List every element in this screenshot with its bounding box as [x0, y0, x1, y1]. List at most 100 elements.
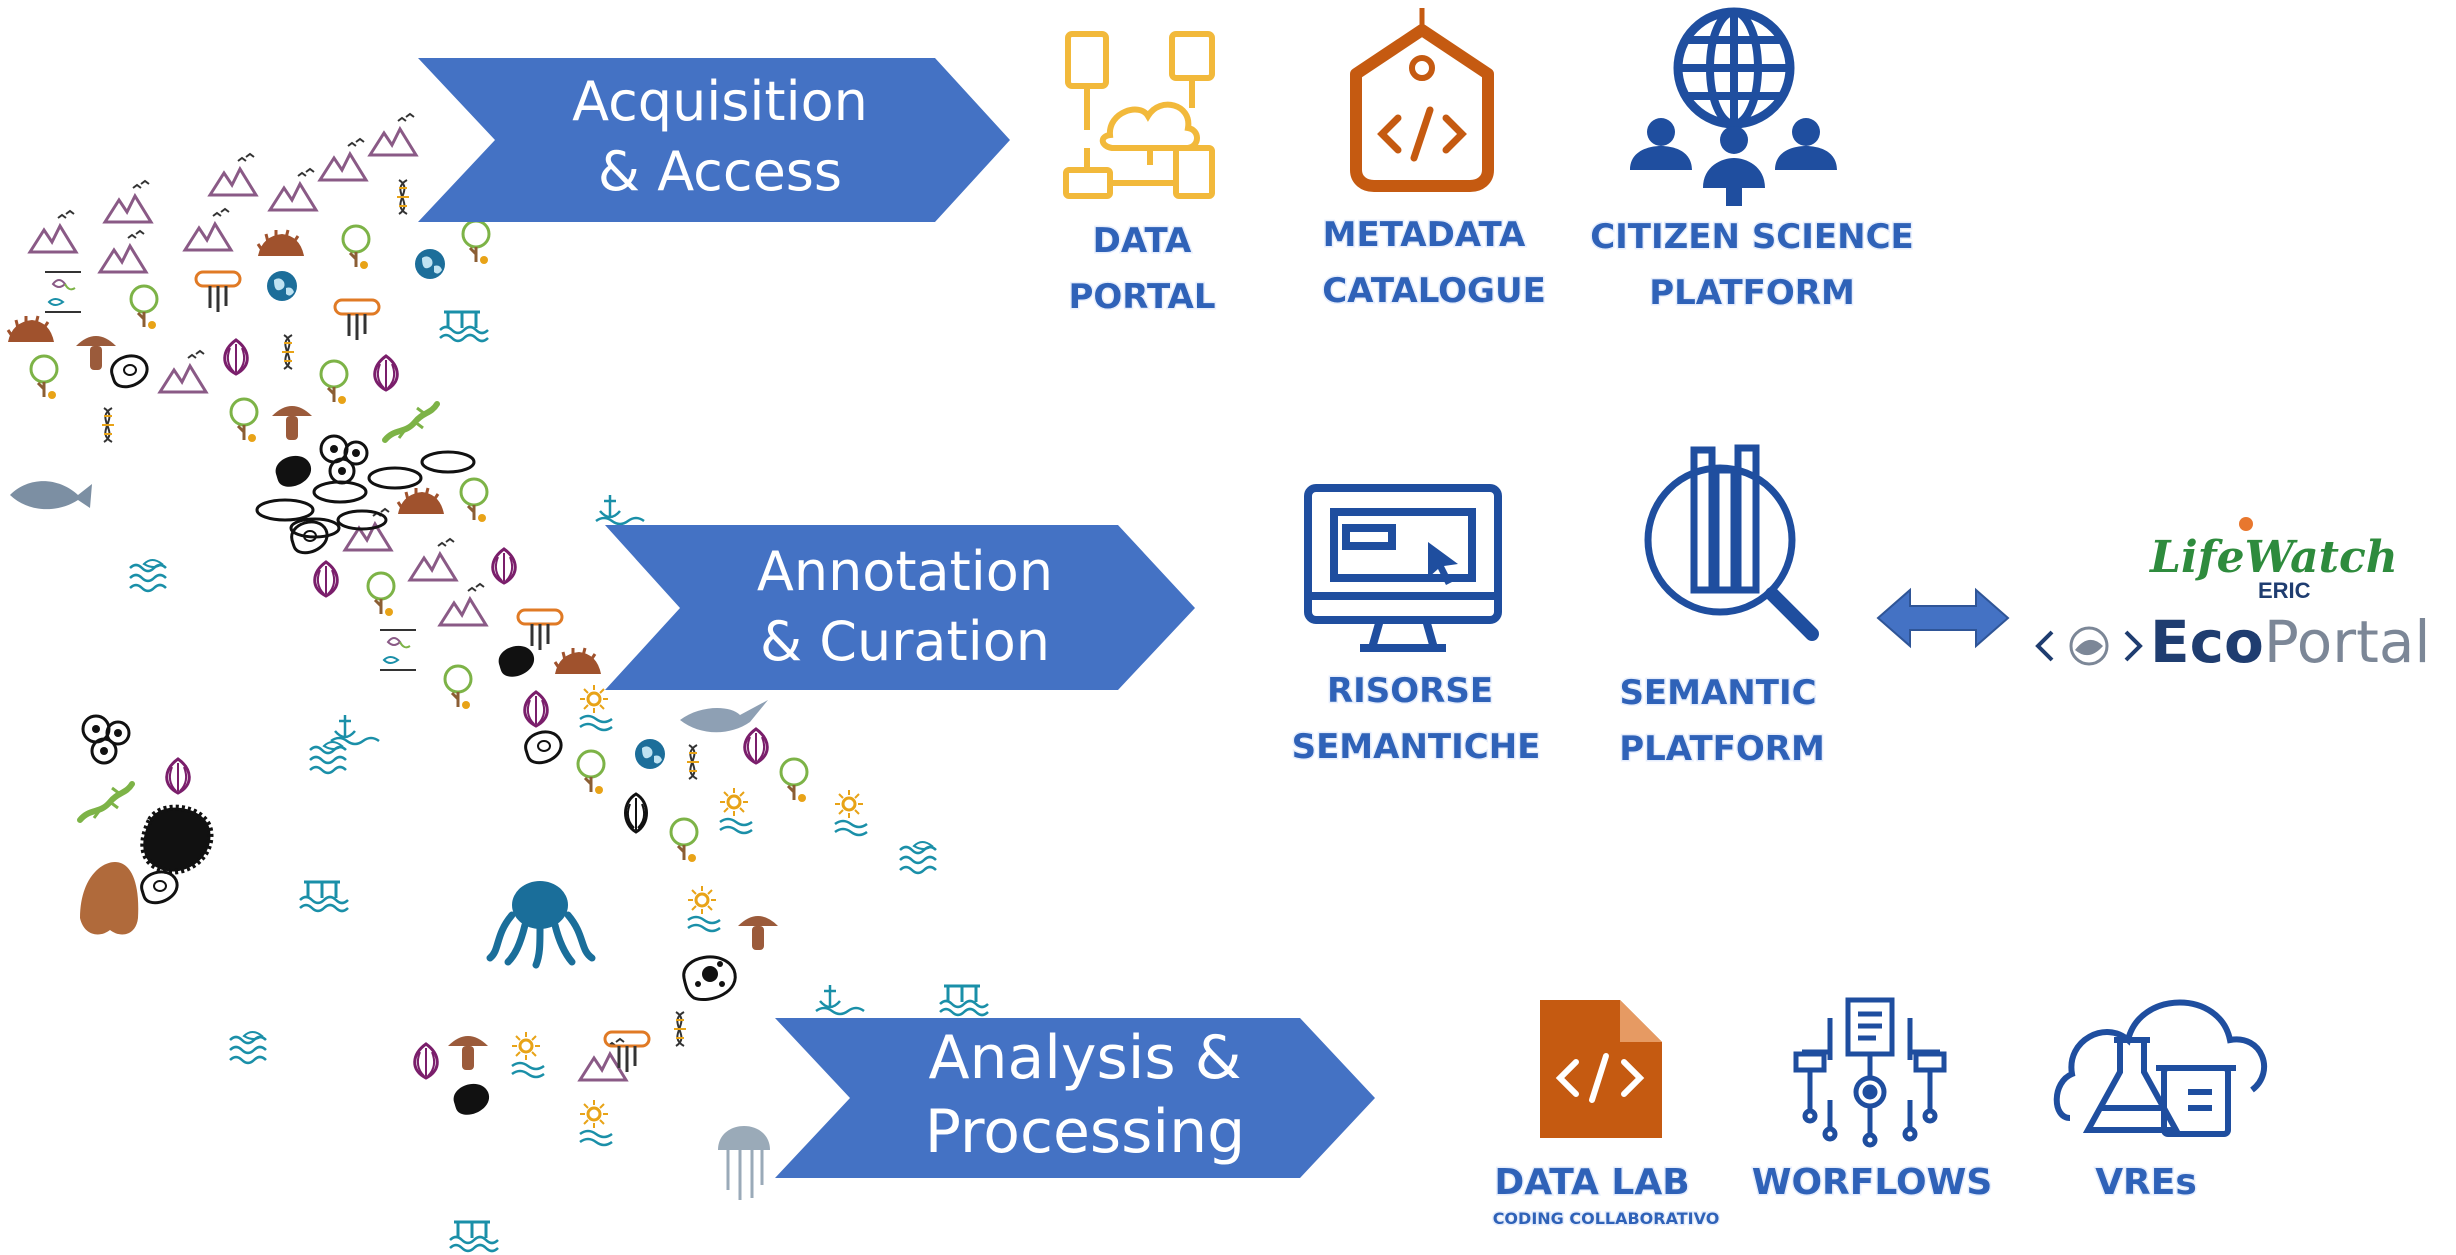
leaf-icon — [2075, 639, 2103, 656]
sun-waves-icon — [833, 788, 869, 837]
code-brackets-icon — [2035, 630, 2143, 662]
mountain-icon — [183, 207, 233, 252]
risorse-semantiche-tool: RISORSE SEMANTICHE — [1290, 484, 1542, 769]
carrot-icon — [603, 1030, 651, 1074]
seed-icon — [624, 792, 648, 834]
annotation-curation-arrow: Annotation & Curation — [605, 525, 1195, 690]
tree-icon — [341, 224, 371, 271]
dna-icon — [101, 407, 115, 443]
oil-rig-icon — [438, 310, 490, 343]
tree-icon — [443, 664, 473, 711]
onion-icon — [223, 338, 249, 376]
tool-label-line1: METADATA — [1323, 215, 1526, 255]
tree-icon — [129, 284, 159, 331]
semantic-platform-tool: SEMANTIC PLATFORM — [1618, 444, 1826, 771]
search-chart-icon — [1644, 444, 1819, 641]
fish-specimen-icon — [379, 629, 417, 671]
anchor-waves-icon — [814, 983, 866, 1016]
mountain-icon — [268, 167, 318, 212]
stage-title-line1: Annotation — [757, 540, 1053, 603]
sea-urchin-icon — [140, 804, 214, 875]
ecoportal-light: Portal — [2264, 608, 2431, 676]
globe-icon — [635, 739, 665, 769]
arrow-shape — [775, 1018, 1375, 1178]
carrot-icon — [333, 298, 381, 342]
mountain-icon — [368, 112, 418, 157]
tool-label-line1: CITIZEN SCIENCE — [1590, 217, 1914, 257]
sun-waves-icon — [686, 884, 722, 933]
hedgehog-icon — [256, 228, 306, 258]
oil-rig-icon — [938, 984, 990, 1017]
ecoportal-bold: Eco — [2150, 608, 2264, 676]
mushroom-icon — [448, 1036, 488, 1070]
lifewatch-eric: ERIC — [2258, 578, 2311, 603]
tree-icon — [461, 219, 491, 266]
sun-waves-icon — [510, 1030, 546, 1079]
metadata-tag-icon — [1350, 8, 1494, 192]
stage-title-line1: Acquisition — [572, 70, 868, 133]
data-lab-tool: DATA LAB CODING COLLABORATIVO — [1491, 1000, 1721, 1230]
tree-icon — [29, 354, 59, 401]
ecoportal-wordmark: EcoPortal — [2150, 608, 2431, 676]
mountain-icon — [438, 582, 488, 627]
stage-title-line2: Processing — [925, 1097, 1245, 1167]
fish-waves-icon — [228, 1030, 268, 1065]
oil-rig-icon — [448, 1220, 500, 1253]
biodiversity-icon-collage — [6, 112, 990, 1253]
data-portal-tool: DATA PORTAL — [1063, 31, 1217, 319]
mountain-icon — [28, 209, 78, 254]
bean-icon — [524, 730, 563, 765]
tree-icon — [459, 477, 489, 524]
workflow-diagram-icon — [1793, 997, 1947, 1148]
globe-icon — [267, 271, 297, 301]
bean-icon — [140, 870, 179, 905]
globe-icon — [415, 249, 445, 279]
onion-icon — [313, 560, 339, 598]
acquisition-access-arrow: Acquisition & Access — [418, 58, 1010, 222]
tree-icon — [229, 397, 259, 444]
seed-black-icon — [498, 645, 535, 677]
carrot-icon — [194, 270, 242, 314]
cells-icon — [319, 434, 369, 485]
mountain-icon — [408, 537, 458, 582]
sun-waves-icon — [718, 786, 754, 835]
hedgehog-icon — [553, 646, 603, 676]
dna-icon — [396, 179, 410, 215]
lizard-icon — [80, 784, 132, 820]
analysis-processing-arrow: Analysis & Processing — [775, 1018, 1375, 1178]
bean-icon — [110, 354, 149, 389]
mushroom-icon — [738, 916, 778, 950]
tool-label-line2: PLATFORM — [1619, 729, 1825, 769]
tool-label-line2: PLATFORM — [1649, 273, 1855, 313]
cell-icon — [682, 955, 737, 1002]
seed-black-icon — [453, 1083, 490, 1115]
lifewatch-name: LifeWatch — [2148, 532, 2398, 583]
tool-label: WORFLOWS — [1752, 1162, 1993, 1203]
onion-icon — [413, 1042, 439, 1080]
tool-label-line1: SEMANTIC — [1619, 673, 1816, 713]
computer-monitor-icon — [1304, 484, 1502, 652]
mountain-icon — [98, 229, 148, 274]
tool-label-line2: CATALOGUE — [1322, 271, 1546, 311]
mountain-icon — [158, 349, 208, 394]
metadata-catalogue-tool: METADATA CATALOGUE — [1321, 8, 1547, 313]
onion-icon — [523, 690, 549, 728]
cells-icon — [81, 714, 131, 765]
carrot-icon — [516, 608, 564, 652]
mountain-icon — [318, 137, 368, 182]
bacteria-chain-icon — [255, 450, 476, 539]
fish-waves-icon — [308, 740, 348, 775]
stage-title-line2: & Curation — [760, 610, 1050, 673]
bird-icon — [680, 700, 768, 733]
owl-icon — [80, 862, 139, 935]
hedgehog-icon — [6, 314, 56, 344]
oil-rig-icon — [298, 880, 350, 913]
tool-subtitle: CODING COLLABORATIVO — [1493, 1209, 1720, 1228]
seed-black-icon — [275, 455, 312, 487]
arrow-shape — [418, 58, 1010, 222]
fish-icon — [10, 481, 92, 510]
tool-label-line2: SEMANTICHE — [1292, 727, 1541, 767]
tool-label-line1: RISORSE — [1327, 671, 1493, 711]
arrow-shape — [605, 525, 1195, 690]
